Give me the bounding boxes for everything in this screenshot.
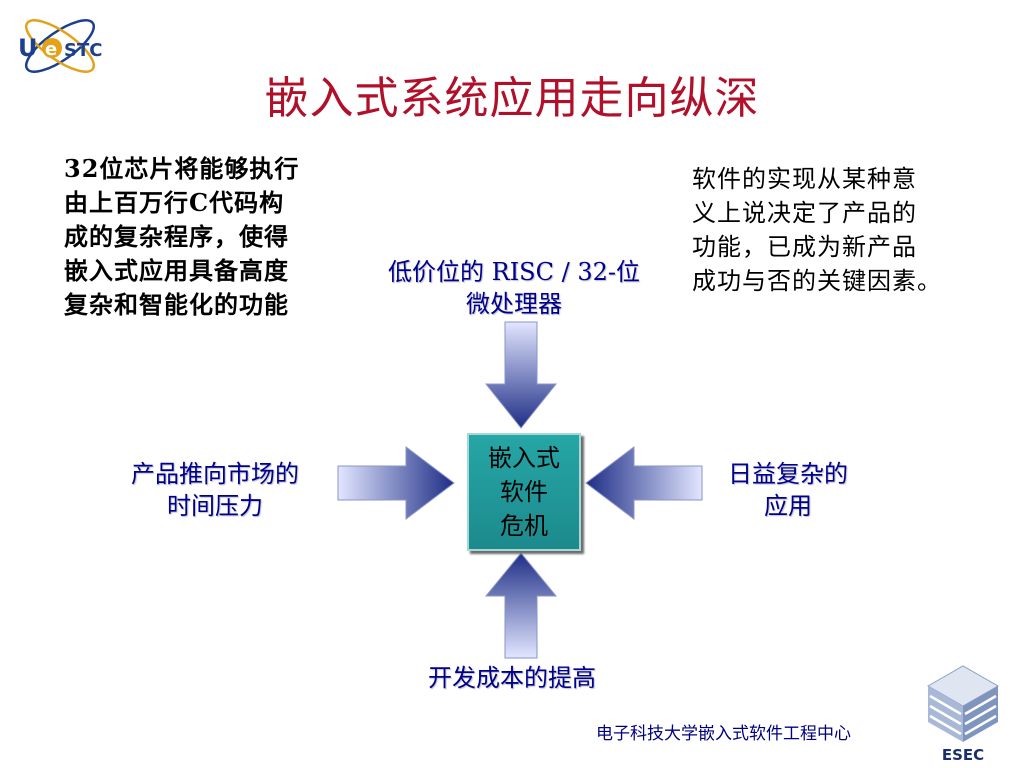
center-line: 软件 bbox=[500, 478, 548, 506]
right-line: 功能，已成为新产品 bbox=[692, 233, 917, 261]
left-line: 由上百万行C代码构 bbox=[64, 188, 285, 217]
left-line: 成的复杂程序，使得 bbox=[64, 222, 289, 251]
left-label-line: 产品推向市场的 bbox=[131, 460, 299, 488]
arrow-up bbox=[484, 552, 558, 659]
right-line: 义上说决定了产品的 bbox=[692, 199, 917, 227]
top-label: 低价位的 RISC / 32-位 微处理器 bbox=[356, 256, 672, 320]
left-label: 产品推向市场的 时间压力 bbox=[100, 458, 330, 522]
uestc-logo: U e STC bbox=[14, 12, 106, 84]
right-paragraph: 软件的实现从某种意 义上说决定了产品的 功能，已成为新产品 成功与否的关键因素。 bbox=[692, 162, 962, 298]
center-line: 危机 bbox=[500, 512, 548, 540]
arrow-right bbox=[337, 446, 455, 520]
esec-logo: ESEC bbox=[918, 660, 1008, 764]
center-line: 嵌入式 bbox=[488, 444, 560, 472]
esec-text: ESEC bbox=[942, 746, 984, 764]
slide-title: 嵌入式系统应用走向纵深 bbox=[264, 73, 760, 124]
left-paragraph: 32位芯片将能够执行 由上百万行C代码构 成的复杂程序，使得 嵌入式应用具备高度… bbox=[64, 152, 336, 322]
bottom-label: 开发成本的提高 bbox=[428, 664, 596, 692]
logo-text: U bbox=[18, 34, 38, 62]
left-line: 32位芯片将能够执行 bbox=[64, 154, 300, 183]
top-label-line: 低价位的 RISC / 32-位 bbox=[388, 258, 640, 286]
svg-text:STC: STC bbox=[64, 40, 102, 61]
svg-text:e: e bbox=[45, 39, 57, 60]
center-box: 嵌入式 软件 危机 bbox=[467, 433, 581, 551]
right-label: 日益复杂的 应用 bbox=[708, 458, 868, 522]
right-line: 成功与否的关键因素。 bbox=[692, 267, 942, 295]
arrow-left bbox=[585, 446, 703, 520]
right-label-line: 应用 bbox=[764, 492, 812, 520]
left-line: 复杂和智能化的功能 bbox=[64, 290, 289, 319]
left-label-line: 时间压力 bbox=[167, 492, 263, 520]
left-line: 嵌入式应用具备高度 bbox=[64, 256, 289, 285]
arrow-down bbox=[484, 321, 558, 429]
right-line: 软件的实现从某种意 bbox=[692, 165, 917, 193]
footer-text: 电子科技大学嵌入式软件工程中心 bbox=[596, 724, 851, 744]
right-label-line: 日益复杂的 bbox=[728, 460, 848, 488]
top-label-line: 微处理器 bbox=[466, 290, 562, 318]
